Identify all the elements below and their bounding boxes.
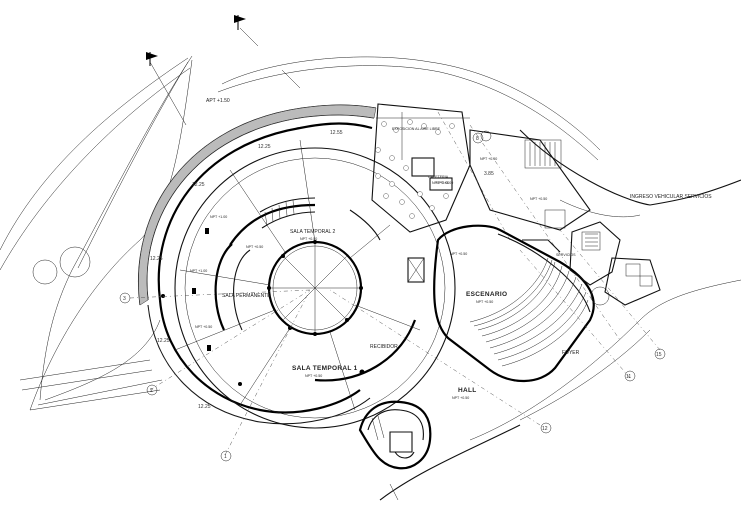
services-block [569,221,661,306]
room-escenario: ESCENARIO [466,291,507,298]
room-servicios: SERVICIOS [556,253,576,257]
grid-label-1: 1 [224,454,227,460]
grid-label-12: 12 [542,426,548,432]
grid-label-15: 15 [656,352,662,358]
building-outer-walls [138,104,377,425]
room-sala-temporal-1: SALA TEMPORAL 1 [292,365,358,372]
room-recibidor: RECIBIDOR [370,344,398,350]
room-hall: HALL [458,387,477,394]
dimension-7: 12.25 [198,404,211,410]
npt-tag: NPT +1.00 [190,269,207,273]
room-sala-temporal-2-level: NPT +0.50 [300,237,317,241]
level-tags: APT +1.50 NPT +1.00 NPT +1.00 NPT +0.50 … [190,98,547,329]
curved-stair [259,197,381,241]
room-foyer: FOYER [562,350,580,356]
npt-tag: NPT +1.00 [210,215,227,219]
radial-partitions [174,139,421,411]
recibidor-column [407,257,425,283]
dimension-1: 12.55 [330,130,343,136]
dimension-labels: 12.55 12.25 12.25 12.25 12.25 3.85 12.25 [150,130,494,410]
dimension-2: 12.25 [258,144,271,150]
grid-label-8: 8 [476,136,479,142]
grid-lines [129,229,661,501]
dimension-5: 12.25 [157,338,170,344]
north-flag-right [234,15,259,47]
exhibition-block [371,103,471,233]
top-terrain [217,56,741,218]
grid-label-3: 3 [123,296,126,302]
room-escenario-level: NPT +0.50 [476,300,493,304]
bottom-right-terrain [379,279,741,501]
dimension-3: 12.25 [192,182,205,188]
room-sala-temporal-2: SALA TEMPORAL 2 [290,229,336,235]
npt-tag: NPT +3.00 [436,181,453,185]
npt-tag: NPT +0.50 [195,325,212,329]
room-exposicion: EXPOSICION AL AIRE LIBRE [392,127,441,131]
dimension-4: 12.25 [150,256,163,262]
grid-markers: 1 2 3 8 11 12 15 [119,132,666,462]
room-ingreso: INGRESO VEHICULAR SERVICIOS [630,194,712,200]
room-cafeteria-level: NPT +3.00 [432,181,449,185]
room-sala-temporal-1-level: NPT +0.50 [305,374,322,378]
room-hall-level: NPT +0.50 [452,396,469,400]
npt-tag: NPT +0.50 [450,252,467,256]
npt-tag: NPT +0.50 [480,157,497,161]
central-rotunda [174,147,456,429]
front-entrance [358,400,432,470]
auditorium [433,209,595,383]
north-flag-left [146,52,187,126]
npt-tag: NPT +0.50 [530,197,547,201]
dimension-6: 3.85 [484,171,494,177]
room-labels: SALA TEMPORAL 1 NPT +0.50 SALA PERMANENT… [222,127,712,400]
columns [161,228,365,386]
grid-label-11: 11 [626,374,631,380]
room-cafeteria: CAFETERIA [428,175,449,179]
grid-label-2: 2 [150,388,153,394]
npt-tag: NPT +0.50 [246,245,263,249]
left-access-terrain [0,55,193,411]
room-sala-permanente: SALA PERMANENTE [222,293,271,299]
apt-level: APT +1.50 [206,98,230,104]
